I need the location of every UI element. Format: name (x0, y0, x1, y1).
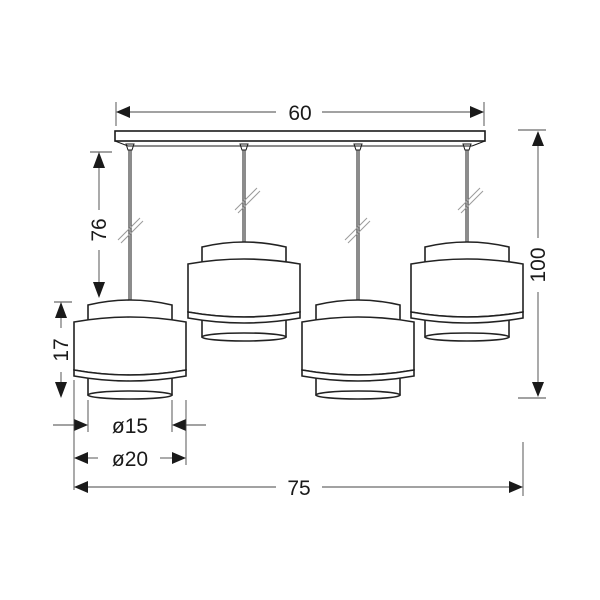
dimension-outer-diameter: ø20 (73, 380, 187, 490)
cable-length-label: 76 (88, 218, 111, 241)
lamp-cables (125, 143, 472, 300)
canopy-width-label: 60 (288, 102, 311, 125)
dimension-total-height: 100 (518, 129, 550, 399)
inner-diameter-label: ø15 (112, 415, 148, 438)
lamp-shade-2 (187, 241, 301, 342)
dimension-total-width: 75 (74, 442, 524, 500)
total-height-label: 100 (527, 247, 550, 282)
lamp-shade-4 (410, 241, 524, 342)
shade-height-label: 17 (50, 338, 73, 361)
cable-break-marks (117, 187, 484, 244)
total-width-label: 75 (287, 477, 310, 500)
dimension-shade-height: 17 (50, 301, 73, 398)
dimension-inner-diameter: ø15 (53, 400, 206, 438)
outer-diameter-label: ø20 (112, 448, 148, 471)
dimension-canopy-width: 60 (115, 102, 485, 126)
lamp-shade-3 (301, 299, 415, 400)
dimension-cable-length: 76 (88, 151, 112, 298)
ceiling-canopy (114, 130, 486, 147)
lamp-shade-1 (73, 299, 187, 400)
